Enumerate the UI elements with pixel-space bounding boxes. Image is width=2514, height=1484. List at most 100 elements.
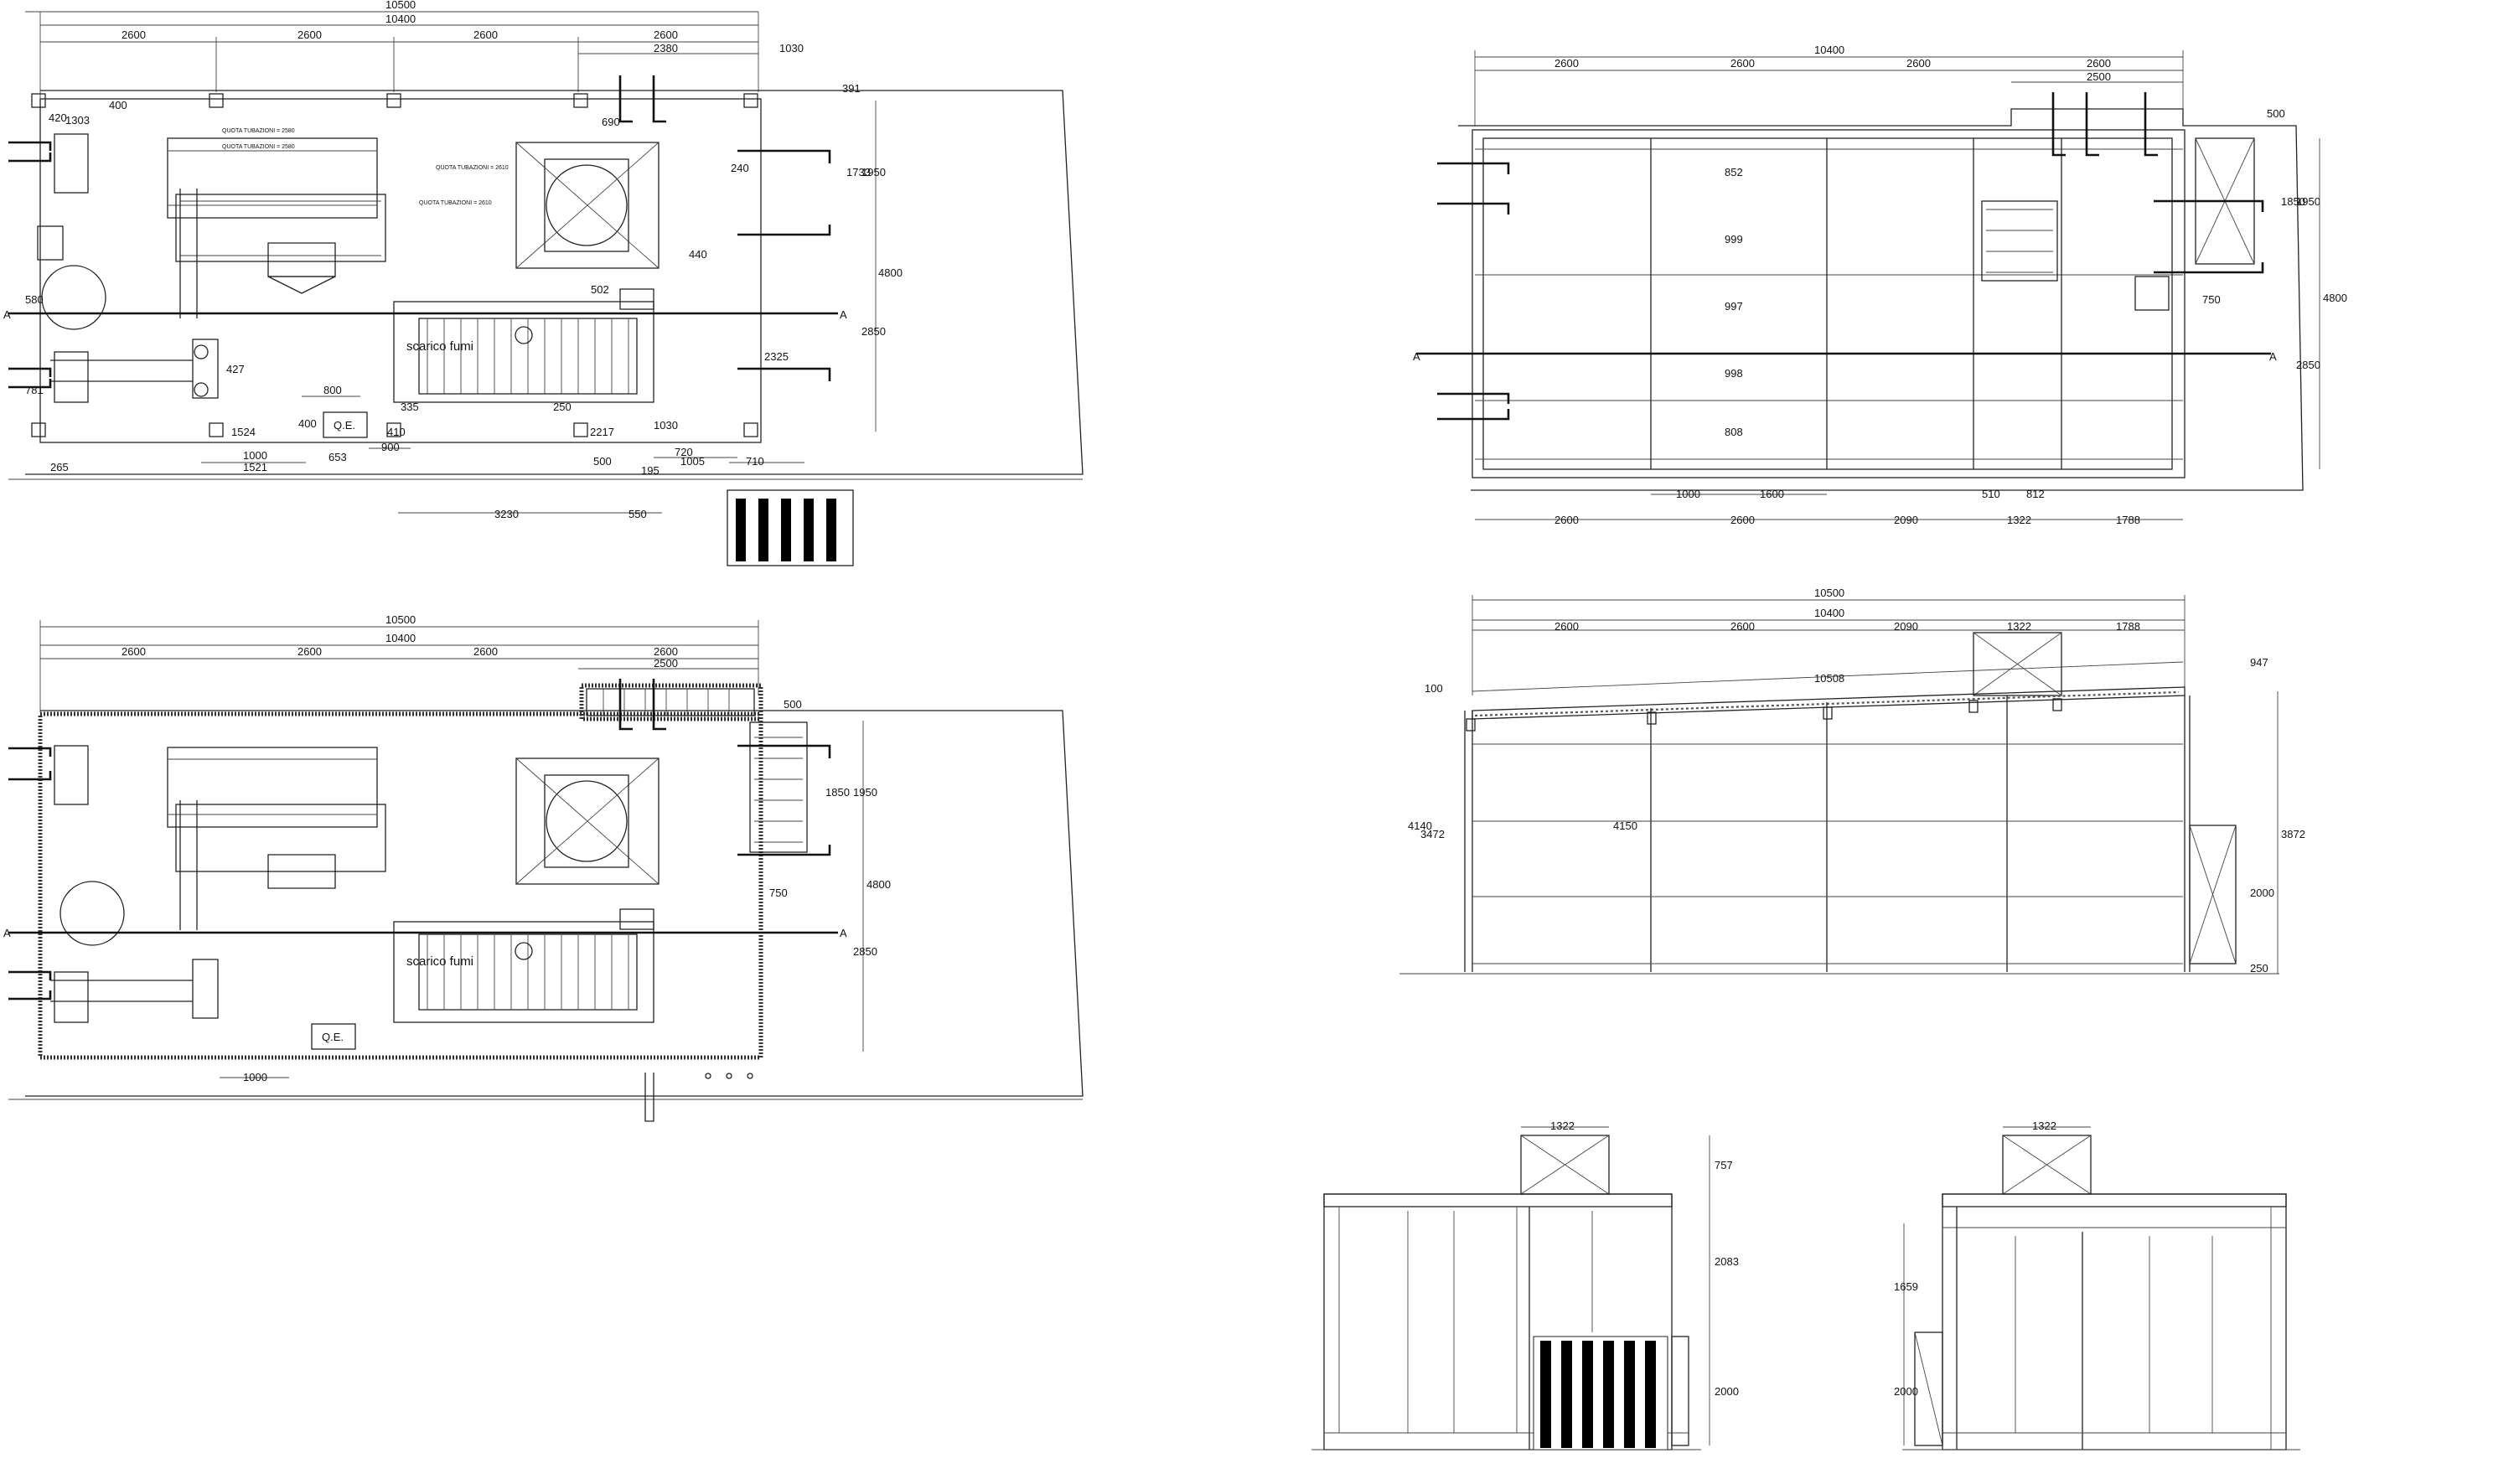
dim-2600-d: 2600 [654,28,678,41]
section-a-left-b: A [3,927,11,939]
floor-plan-top: 10500 10400 2600 2600 2600 2600 2380 103… [3,0,1084,566]
dim-1005: 1005 [680,455,705,468]
sideR-dim-2000: 2000 [1894,1385,1918,1398]
dim-b-750: 750 [769,887,788,899]
dim-1000: 1000 [243,449,267,462]
side-elevation-left: 1322 757 2083 2000 [1311,1119,1739,1450]
elev-dim-2600-b: 2600 [1730,620,1755,633]
exhaust-label-b: scarico fumi [406,954,473,969]
dim-right-1733: 1733 [846,166,871,178]
elev-dim-2600-a: 2600 [1554,620,1579,633]
qe-label: Q.E. [334,419,355,432]
roof-dim-2500: 2500 [2087,70,2111,83]
dim-b-4800: 4800 [866,878,891,891]
pipe-note-1: QUOTA TUBAZIONI = 2580 [222,128,295,134]
dim-1030-b: 1030 [654,419,678,432]
side-left-grille [1533,1336,1668,1450]
dim-left-420: 420 [49,111,67,124]
dim-left-400: 400 [109,99,127,111]
sideR-dim-1659: 1659 [1894,1280,1918,1293]
sideL-dim-1322: 1322 [1550,1119,1575,1132]
roof-dim-997: 997 [1725,300,1743,313]
dim-427: 427 [226,363,245,375]
exhaust-label: scarico fumi [406,339,473,354]
roof-section-a-left: A [1413,350,1420,363]
elev-dim-250: 250 [2250,962,2268,975]
roof-dim-2090: 2090 [1894,514,1918,526]
sideR-dim-1322: 1322 [2032,1119,2056,1132]
sideL-dim-2083: 2083 [1715,1255,1739,1268]
dim-b-1950: 1950 [853,786,877,799]
dim-550: 550 [628,508,647,520]
roof-dim-2600-d: 2600 [2087,57,2111,70]
roof-dim-999: 999 [1725,233,1743,246]
dim-1524: 1524 [231,426,256,438]
section-a-left: A [3,308,11,321]
roof-dim-1000: 1000 [1676,488,1700,500]
dim-800: 800 [323,384,342,396]
roof-dim-2600-b: 2600 [1730,57,1755,70]
roof-dim-750: 750 [2202,293,2221,306]
elev-dim-1322: 1322 [2007,620,2031,633]
dim-left-265: 265 [50,461,69,473]
dim-10400: 10400 [385,13,416,25]
side-elevation-right: 1322 1659 2000 [1894,1119,2300,1450]
dim-right-391: 391 [842,82,861,95]
section-a-right: A [840,308,847,321]
dim-b-2600-b: 2600 [297,645,322,658]
elev-dim-1788: 1788 [2116,620,2140,633]
elev-dim-3872: 3872 [2281,828,2305,840]
floor-plan-bottom: 10500 10400 2600 2600 2600 2600 2500 [3,613,1084,1122]
dim-2600-c: 2600 [473,28,498,41]
roof-dim-808: 808 [1725,426,1743,438]
dim-b-1000: 1000 [243,1071,267,1083]
dim-left-580: 580 [25,293,44,306]
dim-b-2600-d: 2600 [654,645,678,658]
roof-dim-812: 812 [2026,488,2045,500]
dim-1521: 1521 [243,461,267,473]
dim-b-2500: 2500 [654,657,678,670]
dim-right-4800: 4800 [878,266,903,279]
dim-1030: 1030 [779,42,804,54]
roof-dim-1600: 1600 [1760,488,1784,500]
dim-2600-b: 2600 [297,28,322,41]
dim-right-2850: 2850 [861,325,886,338]
dim-b-10400: 10400 [385,632,416,644]
pipe-note-3: QUOTA TUBAZIONI = 2610 [436,165,509,171]
dim-b-10500: 10500 [385,613,416,626]
dim-left-1303: 1303 [65,114,90,127]
dim-502: 502 [591,283,609,296]
dim-250: 250 [553,401,572,413]
dim-710: 710 [746,455,764,468]
dim-2600-a: 2600 [122,28,146,41]
roof-section-a-right: A [2269,350,2277,363]
elev-dim-2090: 2090 [1894,620,1918,633]
elev-dim-10400: 10400 [1814,607,1844,619]
roof-plan: 10400 2600 2600 2600 2600 2500 A A [1413,44,2347,526]
dim-right-440: 440 [689,248,707,261]
dim-b-2850: 2850 [853,945,877,958]
grille-bars [736,499,836,561]
section-a-right-b: A [840,927,847,939]
dim-500: 500 [593,455,612,468]
roof-dim-4800: 4800 [2323,292,2347,304]
dim-right-1950: 1950 [861,166,886,178]
dim-right-240: 240 [731,162,749,174]
roof-dim-b-2600-a: 2600 [1554,514,1579,526]
roof-dim-10400: 10400 [1814,44,1844,56]
dim-3230: 3230 [494,508,519,520]
dim-195: 195 [641,464,660,477]
roof-dim-1322: 1322 [2007,514,2031,526]
dim-10500: 10500 [385,0,416,11]
dim-900: 900 [381,441,400,453]
dim-400: 400 [298,417,317,430]
dim-2380: 2380 [654,42,678,54]
elev-dim-3472: 3472 [1420,828,1445,840]
roof-dim-2600-c: 2600 [1906,57,1931,70]
roof-dim-1788: 1788 [2116,514,2140,526]
pipe-note-2: QUOTA TUBAZIONI = 2580 [222,144,295,150]
pipe-note-4: QUOTA TUBAZIONI = 2610 [419,200,492,206]
elev-slope-10508: 10508 [1814,672,1844,685]
dim-left-781: 781 [25,384,44,396]
roof-dim-510: 510 [1982,488,2000,500]
